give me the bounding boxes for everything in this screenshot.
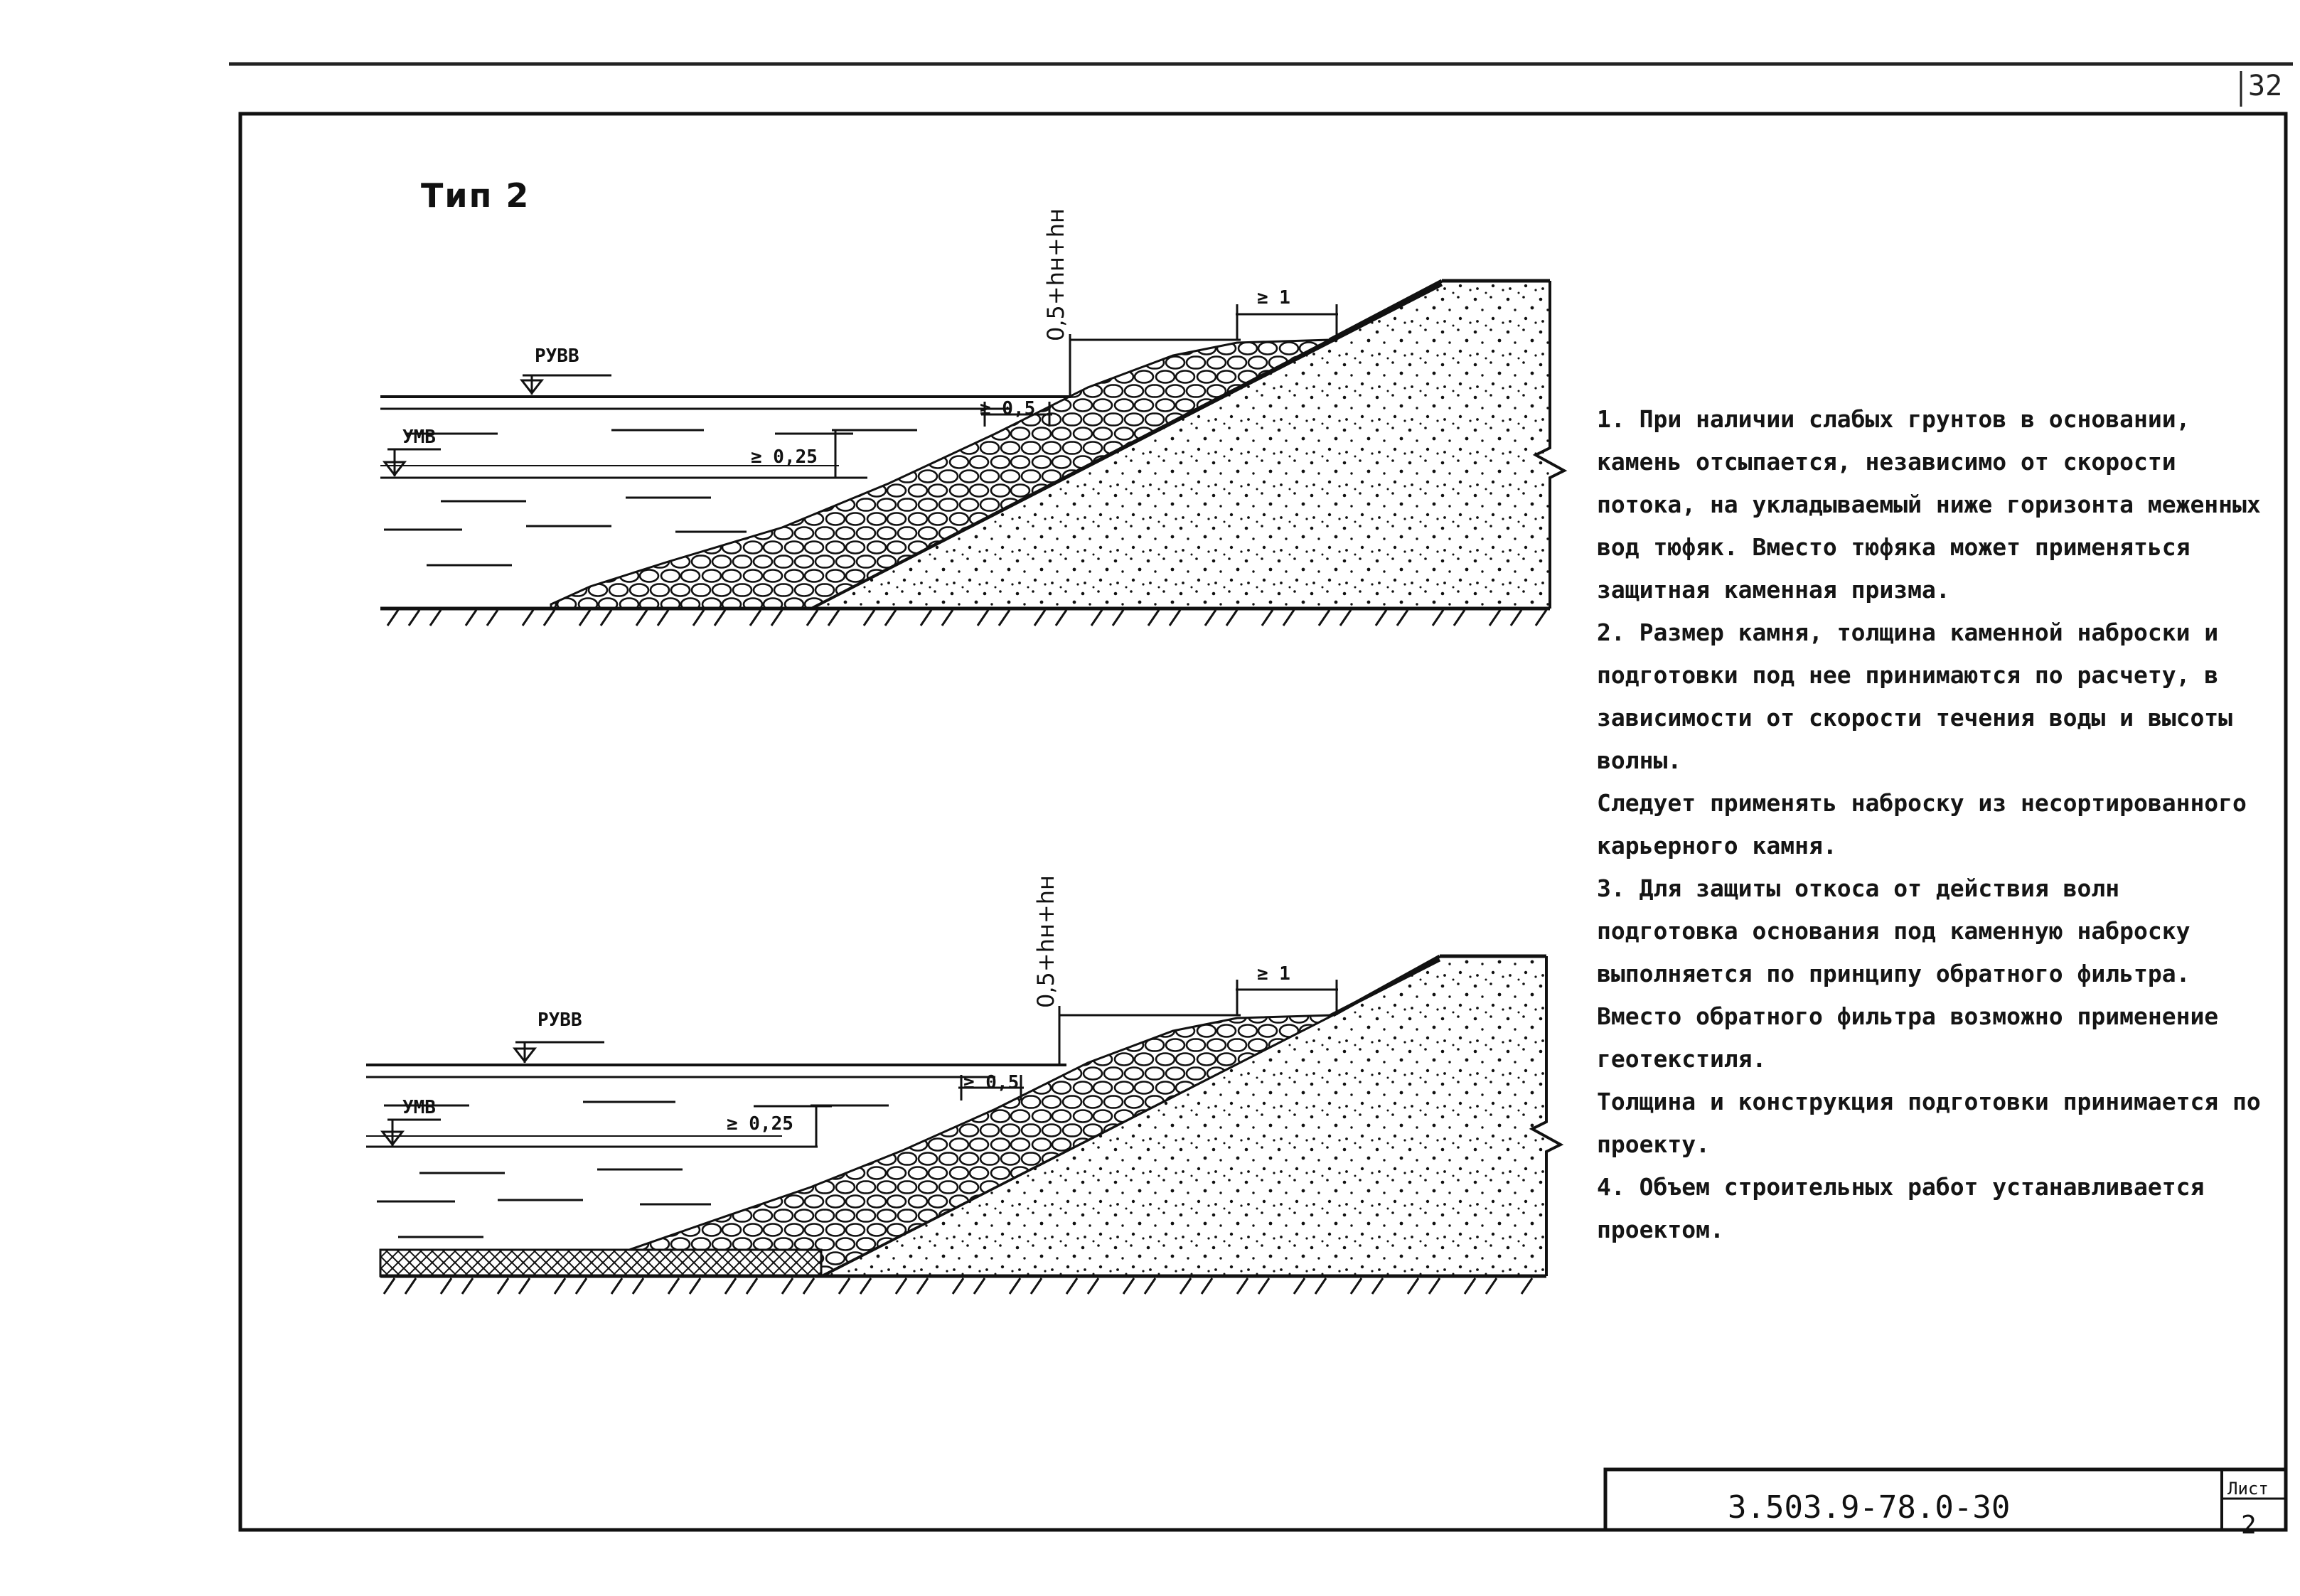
note-item: Следует применять наброску из несортиров… bbox=[1597, 789, 2247, 859]
slope-line bbox=[1332, 954, 1441, 1017]
document-code: 3.503.9-78.0-30 bbox=[1728, 1489, 2011, 1526]
dim-depth-label: ≥ 0,25 bbox=[727, 1113, 793, 1135]
water-dashes bbox=[384, 429, 853, 567]
page-number: 32 bbox=[2248, 70, 2283, 102]
level-label-low: УМВ bbox=[402, 1097, 436, 1118]
sheet-number: 2 bbox=[2241, 1511, 2257, 1540]
dim-height-label: 0,5+hн+hн bbox=[1042, 208, 1069, 341]
ground-hatch bbox=[386, 609, 1548, 626]
sheet-border bbox=[238, 112, 2288, 1532]
note-item: Толщина и конструкция подготовки принима… bbox=[1597, 1088, 2261, 1158]
dim-berm-label: ≥ 1 bbox=[1257, 963, 1290, 985]
notes-block: 1. При наличии слабых грунтов в основани… bbox=[1597, 398, 2265, 1251]
break-line bbox=[1529, 956, 1564, 1276]
level-triangle bbox=[382, 461, 407, 477]
diagram-bottom bbox=[366, 954, 1564, 1295]
level-label-high: РУВВ bbox=[537, 1009, 582, 1031]
level-label-high: РУВВ bbox=[535, 346, 579, 367]
note-item: 2. Размер камня, толщина каменной наброс… bbox=[1597, 618, 2233, 774]
break-line bbox=[1532, 281, 1568, 609]
level-triangle bbox=[380, 1130, 405, 1147]
dim-height-label: 0,5+hн+hн bbox=[1032, 875, 1059, 1008]
slope-line bbox=[1328, 279, 1443, 342]
dim-berm-label: ≥ 1 bbox=[1257, 287, 1290, 309]
dim-depth-label: ≥ 0,25 bbox=[751, 446, 818, 468]
water-dashes bbox=[377, 1100, 832, 1238]
riprap-stones bbox=[629, 1014, 1334, 1278]
level-label-low: УМВ bbox=[402, 427, 436, 448]
note-item: 1. При наличии слабых грунтов в основани… bbox=[1597, 405, 2261, 604]
mattress-layer bbox=[379, 1248, 823, 1278]
dim-step-label: ≥ 0,5 bbox=[980, 398, 1036, 419]
diagram-top bbox=[380, 279, 1568, 626]
level-triangle bbox=[512, 1047, 537, 1064]
ground-hatch bbox=[383, 1278, 1534, 1295]
type-title: Тип 2 bbox=[421, 176, 530, 215]
sheet-label: Лист bbox=[2227, 1479, 2269, 1499]
dim-step-label: ≥ 0,5 bbox=[963, 1072, 1020, 1093]
embankment-fill bbox=[811, 284, 1550, 609]
note-item: 4. Объем строительных работ устанавливае… bbox=[1597, 1173, 2205, 1243]
embankment-fill bbox=[821, 960, 1546, 1276]
note-item: 3. Для защиты откоса от действия волн по… bbox=[1597, 874, 2219, 1073]
level-triangle bbox=[519, 379, 545, 395]
